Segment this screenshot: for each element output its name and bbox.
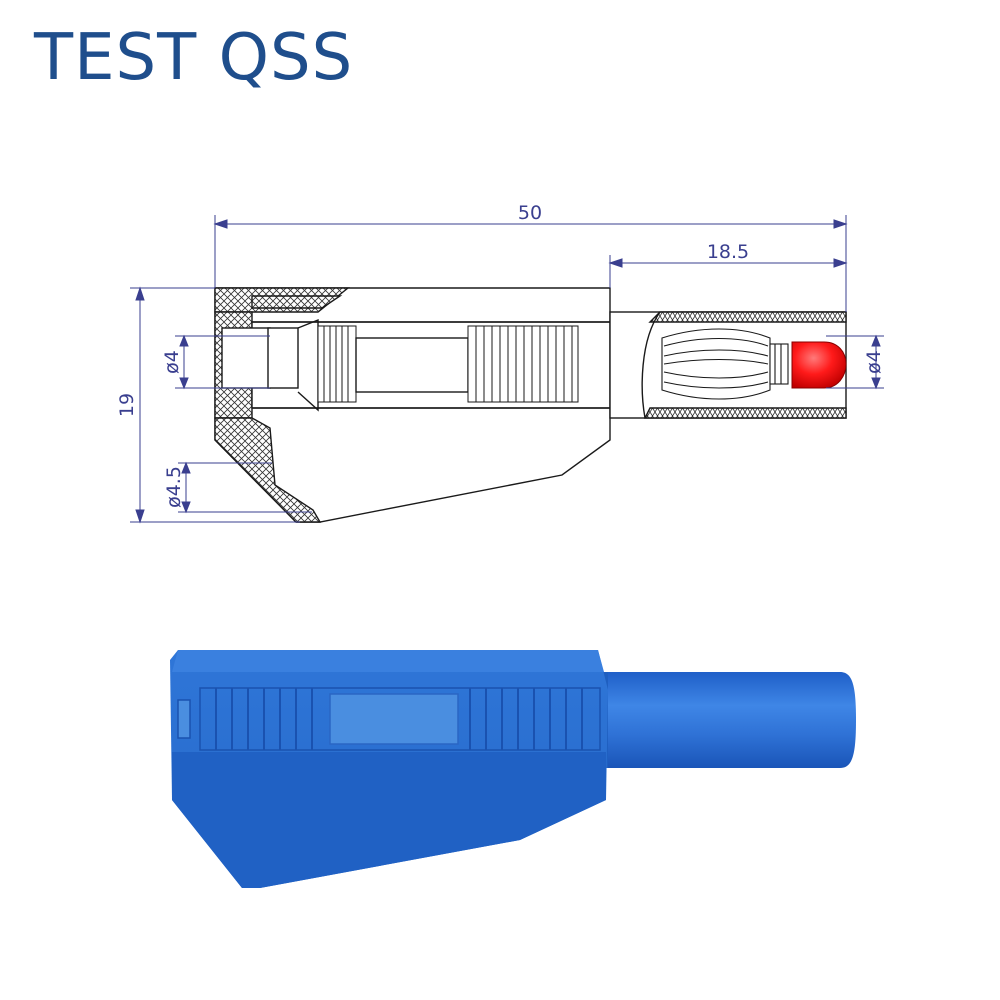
product-pin	[590, 672, 856, 768]
product-render	[170, 650, 856, 888]
shell-hatch-bottom	[214, 417, 322, 523]
grip-window	[355, 337, 469, 393]
shell-hatch-inner-top	[251, 295, 343, 309]
product-grip-window	[329, 693, 459, 745]
banana-contact	[661, 328, 789, 400]
dim-overall-length: 50	[518, 202, 542, 224]
socket-sleeve-inner	[267, 327, 299, 389]
dim-pin-length: 18.5	[707, 241, 749, 263]
pin-tip	[791, 341, 847, 389]
dim-socket-diameter: ø4	[161, 350, 183, 374]
dimension-annotations	[130, 215, 884, 524]
dim-cable-diameter: ø4.5	[163, 466, 185, 508]
product-body-top	[172, 650, 604, 672]
pin-sleeve-hatch-top	[648, 311, 847, 323]
socket-sleeve	[221, 327, 271, 389]
pin-sleeve-cut	[641, 311, 661, 419]
product-grip-ribs	[215, 688, 583, 750]
product-body-facet	[172, 752, 606, 888]
dim-pin-diameter: ø4	[863, 350, 885, 374]
brand-title: TEST QSS	[34, 21, 354, 95]
product-grip-band	[199, 687, 601, 751]
product-side-slot	[177, 699, 191, 739]
technical-drawing	[214, 287, 847, 523]
dim-body-height: 19	[116, 393, 138, 417]
grip-ribs-left	[317, 325, 357, 403]
grip-ribs-right	[467, 325, 579, 403]
pin-sleeve-hatch-bottom	[643, 407, 847, 419]
